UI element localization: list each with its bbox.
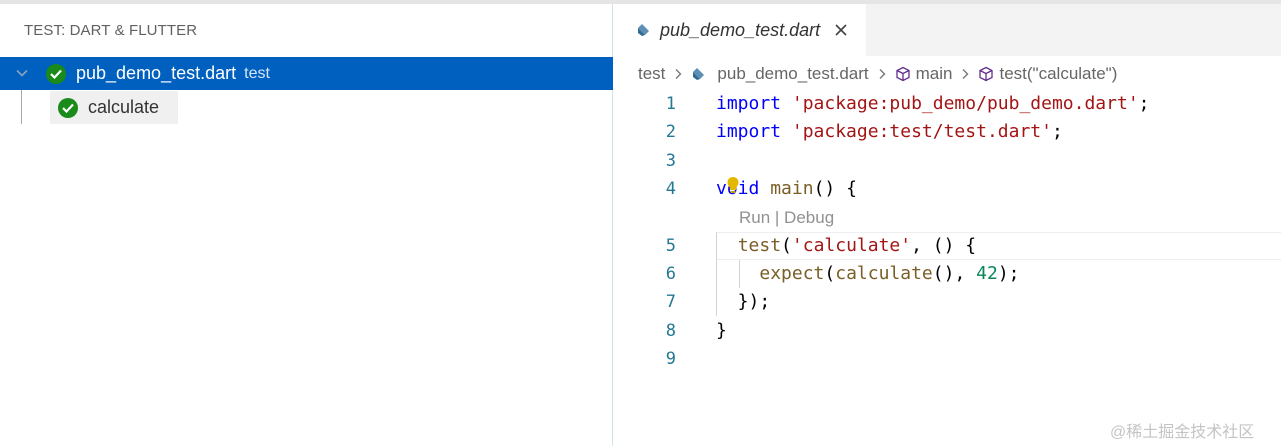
code-line[interactable]: 6 expect(calculate(), 42);	[614, 260, 1281, 288]
chevron-right-icon	[879, 69, 886, 79]
chevron-down-icon[interactable]	[16, 67, 28, 79]
chevron-right-icon	[675, 69, 682, 79]
code-token: void	[716, 178, 760, 199]
code-token	[759, 178, 770, 199]
code-token: }	[716, 320, 727, 341]
test-passed-icon	[58, 97, 78, 118]
chevron-right-icon	[962, 69, 969, 79]
code-token	[716, 263, 759, 284]
dart-file-icon	[638, 24, 649, 36]
code-token	[716, 235, 738, 256]
line-source: });	[716, 288, 771, 316]
code-token: 'package:pub_demo/pub_demo.dart'	[791, 93, 1139, 114]
line-number: 9	[665, 349, 676, 369]
breadcrumb-symbol-test[interactable]: test("calculate")	[978, 64, 1117, 84]
close-icon[interactable]	[834, 23, 848, 37]
dart-file-icon	[693, 68, 705, 80]
line-source: test('calculate', () {	[716, 232, 976, 260]
code-lens-run-debug[interactable]: Run | Debug	[739, 208, 835, 227]
test-file-description: test	[244, 64, 270, 82]
code-token: });	[716, 291, 771, 312]
test-file-label: pub_demo_test.dart	[76, 63, 237, 83]
code-token: (),	[932, 263, 977, 284]
code-token: , () {	[911, 235, 977, 256]
code-token: ;	[1138, 93, 1150, 114]
test-explorer-panel: TEST: DART & FLUTTER pub_demo_test.dart …	[0, 4, 613, 446]
current-line-highlight	[716, 232, 1281, 260]
indent-guide	[716, 232, 717, 316]
code-token: (	[781, 235, 792, 256]
watermark-text: @稀土掘金技术社区	[1110, 424, 1255, 441]
code-line[interactable]: 9	[614, 345, 1281, 373]
panel-title: TEST: DART & FLUTTER	[24, 22, 198, 39]
line-number: 2	[665, 122, 676, 142]
line-number: 4	[665, 179, 676, 199]
editor-tab-pub-demo-test[interactable]: pub_demo_test.dart	[614, 4, 866, 56]
breadcrumb-folder[interactable]: test	[638, 64, 665, 84]
line-number: 1	[665, 94, 676, 114]
breadcrumb-symbol-test-label: test("calculate")	[999, 64, 1118, 83]
method-cube-icon	[895, 66, 910, 82]
code-line[interactable]: 3	[614, 147, 1281, 175]
code-token: );	[997, 263, 1020, 284]
line-source: expect(calculate(), 42);	[716, 260, 1020, 288]
line-source: import 'package:test/test.dart';	[716, 118, 1063, 146]
code-token: 'package:test/test.dart'	[791, 121, 1052, 142]
line-number: 5	[665, 236, 676, 256]
lightbulb-icon[interactable]	[726, 176, 740, 194]
code-token: expect	[759, 263, 825, 284]
code-token: 42	[976, 263, 998, 284]
code-token	[781, 121, 792, 142]
line-source: void main() {	[716, 175, 857, 203]
editor-tab-bar: pub_demo_test.dart	[614, 4, 1281, 56]
code-token: 'calculate'	[791, 235, 912, 256]
tree-indent-guide	[21, 90, 22, 124]
line-source: import 'package:pub_demo/pub_demo.dart';	[716, 90, 1150, 118]
breadcrumb-folder-label: test	[638, 64, 666, 83]
code-token: test	[737, 235, 782, 256]
tab-label: pub_demo_test.dart	[660, 19, 821, 40]
code-line[interactable]: 2 import 'package:test/test.dart';	[614, 118, 1281, 146]
code-token: ;	[1051, 121, 1063, 142]
code-token: calculate	[835, 263, 933, 284]
window-top-strip	[0, 0, 1281, 4]
breadcrumb: test pub_demo_test.dart main test("calcu…	[638, 62, 1117, 86]
code-token: import	[716, 93, 782, 114]
method-cube-icon	[979, 66, 994, 82]
test-tree-file-item[interactable]: pub_demo_test.dart test	[0, 57, 613, 90]
line-number: 6	[665, 264, 676, 284]
code-token: () {	[813, 178, 857, 199]
breadcrumb-symbol-main-label: main	[915, 64, 953, 83]
test-case-label: calculate	[88, 97, 160, 117]
code-line[interactable]: 8}	[614, 317, 1281, 345]
line-number: 3	[665, 151, 676, 171]
test-passed-icon	[46, 63, 66, 84]
test-tree-case-item[interactable]: calculate	[50, 91, 178, 124]
line-number: 7	[665, 292, 676, 312]
code-token: (	[824, 263, 836, 284]
breadcrumb-file[interactable]: pub_demo_test.dart	[691, 64, 869, 84]
code-line[interactable]: 1 import 'package:pub_demo/pub_demo.dart'…	[614, 90, 1281, 118]
code-line[interactable]: 7 });	[614, 288, 1281, 316]
breadcrumb-file-label: pub_demo_test.dart	[717, 64, 869, 83]
indent-guide	[739, 260, 740, 288]
code-token	[781, 93, 792, 114]
code-line[interactable]: 4 void main() {	[614, 175, 1281, 203]
code-token: main	[770, 178, 814, 199]
code-token: import	[716, 121, 782, 142]
line-source: }	[716, 317, 727, 345]
breadcrumb-symbol-main[interactable]: main	[895, 64, 953, 84]
line-number: 8	[665, 321, 676, 341]
code-editor: pub_demo_test.dart test pub_demo_test.da…	[614, 4, 1281, 446]
code-line[interactable]: 5 test('calculate', () {	[614, 232, 1281, 260]
